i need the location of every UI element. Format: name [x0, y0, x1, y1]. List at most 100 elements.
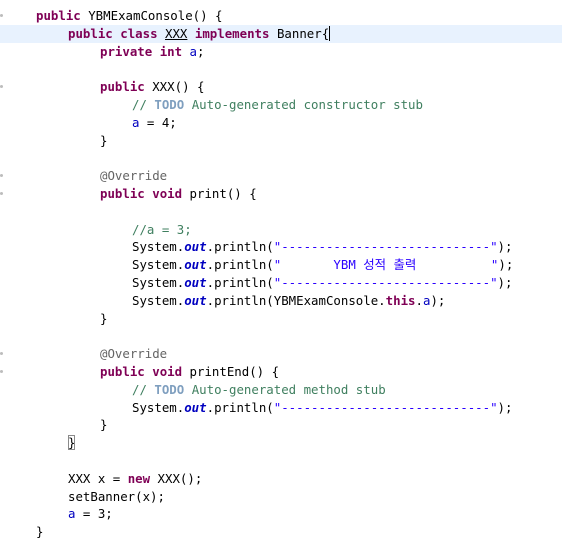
fold-marker-icon[interactable]	[0, 174, 3, 178]
code-line[interactable]: public YBMExamConsole() {	[0, 7, 562, 25]
code-token-field: a	[422, 292, 431, 308]
code-line[interactable]	[0, 452, 562, 470]
code-token-plain: .println(	[206, 239, 274, 255]
code-token-plain: XXX();	[150, 470, 203, 486]
code-token-staticfield: out	[184, 275, 207, 290]
code-token-kw: public	[36, 8, 81, 23]
code-token-staticfield: out	[184, 239, 207, 255]
code-line[interactable]	[0, 327, 562, 345]
code-token-kw: public	[100, 364, 145, 379]
code-line-content: }	[36, 523, 43, 541]
code-line[interactable]: System.out.println(YBMExamConsole.this.a…	[0, 292, 562, 310]
code-line[interactable]	[0, 149, 562, 167]
code-line-content: System.out.println("--------------------…	[132, 399, 512, 417]
code-line[interactable]: XXX x = new XXX();	[0, 470, 562, 488]
code-line[interactable]: System.out.println("--------------------…	[0, 399, 562, 417]
code-token-kw: this	[385, 292, 416, 308]
code-line-content: public XXX() {	[100, 78, 204, 96]
code-line-content: public void print() {	[100, 185, 257, 203]
code-token-plain: .println(	[206, 399, 274, 415]
code-token-staticfield: out	[184, 399, 207, 415]
code-line[interactable]: }	[0, 523, 562, 541]
code-line-content: @Override	[100, 167, 167, 185]
code-token-plain: }	[68, 435, 76, 451]
fold-marker-icon[interactable]	[0, 370, 3, 373]
code-token-ann: @Override	[100, 168, 168, 184]
code-line[interactable]: public class XXX implements Banner{	[0, 24, 562, 43]
code-line[interactable]: public XXX() {	[0, 78, 562, 96]
code-line[interactable]: }	[0, 434, 562, 452]
code-token-plain: System.	[132, 239, 185, 255]
code-token-kw: void	[152, 364, 183, 379]
code-line[interactable]: System.out.println(" YBM 성적 출력 ");	[0, 256, 562, 274]
fold-marker-icon[interactable]	[0, 85, 3, 89]
code-token-plain: System.	[132, 257, 185, 273]
code-line[interactable]: a = 4;	[0, 114, 562, 132]
code-token-plain: setBanner(x);	[68, 488, 165, 504]
code-line[interactable]	[0, 60, 562, 78]
code-token-plain: XXX x =	[68, 470, 128, 486]
code-token-plain: System.	[132, 275, 185, 290]
code-token-plain: printEnd() {	[182, 364, 280, 379]
code-line[interactable]	[0, 203, 562, 221]
code-line[interactable]: // TODO Auto-generated constructor stub	[0, 96, 562, 114]
code-token-plain: .println(YBMExamConsole.	[206, 292, 386, 308]
code-token-plain: ;	[197, 43, 205, 59]
code-token-plain	[182, 44, 189, 59]
code-line-content: // TODO Auto-generated constructor stub	[132, 96, 423, 114]
code-line-content: System.out.println(" YBM 성적 출력 ");	[132, 256, 513, 274]
fold-marker-icon[interactable]	[0, 352, 3, 356]
code-token-kw: implements	[194, 25, 270, 41]
code-line[interactable]: @Override	[0, 345, 562, 363]
code-line[interactable]: }	[0, 132, 562, 150]
code-line[interactable]: public void printEnd() {	[0, 363, 562, 381]
code-token-plain	[158, 26, 165, 41]
code-token-str: "----------------------------"	[273, 239, 498, 255]
code-token-plain: System.	[132, 399, 185, 415]
code-line-content: @Override	[100, 345, 167, 363]
code-token-com: //a = 3;	[132, 221, 192, 237]
code-line[interactable]: }	[0, 416, 562, 434]
code-token-plain	[187, 26, 194, 41]
code-token-plain	[152, 44, 159, 59]
code-line[interactable]: System.out.println("--------------------…	[0, 238, 562, 256]
code-token-ann: @Override	[100, 346, 168, 362]
code-line-content: System.out.println(YBMExamConsole.this.a…	[132, 292, 445, 310]
code-token-todo: TODO	[154, 97, 185, 112]
code-line-content: a = 3;	[68, 505, 113, 523]
code-token-str: "----------------------------"	[273, 399, 498, 415]
code-token-plain: }	[100, 310, 108, 326]
code-line[interactable]: // TODO Auto-generated method stub	[0, 381, 562, 399]
code-token-kw: public	[100, 186, 145, 201]
code-token-str: " YBM 성적 출력 "	[273, 257, 499, 273]
code-token-com: //	[132, 381, 155, 397]
code-token-plain: );	[498, 257, 514, 273]
code-line[interactable]: a = 3;	[0, 505, 562, 523]
code-token-str: "----------------------------"	[273, 275, 498, 290]
fold-marker-icon[interactable]	[0, 14, 3, 17]
fold-marker-icon[interactable]	[0, 192, 3, 195]
code-token-kw: void	[152, 186, 183, 201]
text-caret	[329, 25, 331, 41]
code-line[interactable]: //a = 3;	[0, 221, 562, 239]
code-line[interactable]: }	[0, 310, 562, 328]
code-line[interactable]: @Override	[0, 167, 562, 185]
code-line-content: //a = 3;	[132, 221, 192, 239]
code-token-kw: private	[100, 43, 153, 59]
code-token-field: a	[132, 114, 140, 130]
code-token-plain: );	[497, 399, 513, 415]
code-line[interactable]: public void print() {	[0, 185, 562, 203]
code-token-staticfield: out	[184, 257, 207, 273]
code-token-plain: );	[497, 239, 513, 255]
code-line[interactable]: System.out.println("--------------------…	[0, 274, 562, 292]
code-token-field: a	[68, 506, 76, 522]
code-token-field: a	[189, 43, 198, 59]
code-token-com: Auto-generated method stub	[184, 381, 386, 397]
code-line-content: }	[68, 434, 76, 452]
code-token-plain: = 4;	[139, 114, 177, 130]
code-token-plain: XXX() {	[144, 79, 205, 95]
code-token-plain: .	[415, 292, 423, 308]
code-line[interactable]: private int a;	[0, 43, 562, 61]
code-line[interactable]: setBanner(x);	[0, 488, 562, 506]
